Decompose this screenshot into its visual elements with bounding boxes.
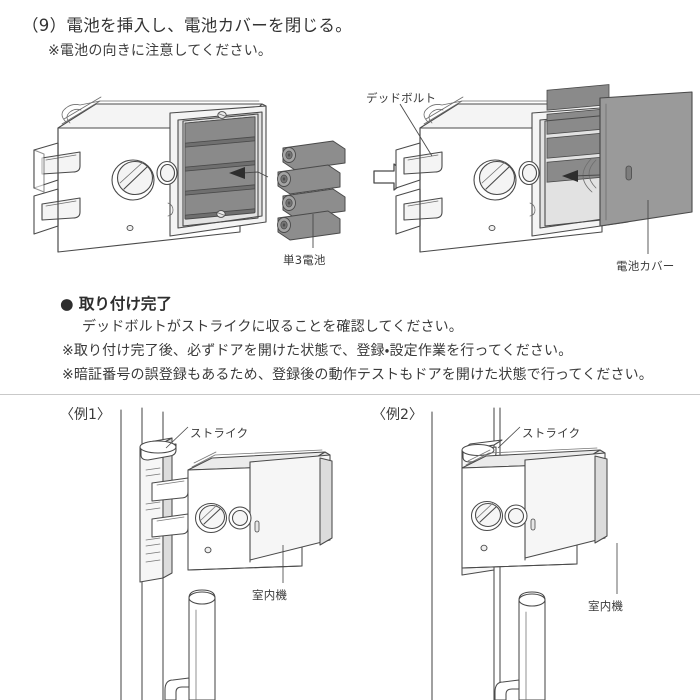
side-slot-ex1 xyxy=(254,520,260,533)
thumbturn-knob-2 xyxy=(473,159,517,201)
label-deadbolt: デッドボルト xyxy=(366,91,437,105)
example-1-label: 〈例1〉 xyxy=(60,407,111,423)
step-title: （9）電池を挿入し、電池カバーを閉じる。 xyxy=(22,16,352,35)
label-battery-cover: 電池カバー xyxy=(616,259,675,273)
thumbturn-knob-ex2 xyxy=(470,500,504,532)
round-button-2 xyxy=(518,160,540,186)
screw-top xyxy=(217,111,227,119)
step-transition-arrow xyxy=(373,163,411,191)
step-note: ※電池の向きに注意してください。 xyxy=(48,43,273,59)
completion-line-3: ※暗証番号の誤登録もあるため、登録後の動作テストもドアを開けた状態で行ってくださ… xyxy=(62,367,653,383)
thumbturn-knob-ex1 xyxy=(194,502,228,534)
cover-grip-slot xyxy=(625,165,632,181)
section-divider xyxy=(0,394,700,395)
door-handle-1 xyxy=(164,589,216,700)
deadbolt-engaged-2 xyxy=(462,481,495,542)
indicator-hole-2 xyxy=(488,224,496,232)
lock-body-open xyxy=(33,96,267,253)
lock-body-covered xyxy=(395,84,693,254)
indicator-hole-ex1 xyxy=(204,546,212,554)
completion-line-1: デッドボルトがストライクに収ることを確認してください。 xyxy=(82,319,463,335)
deadbolt-hooks xyxy=(33,142,81,235)
aa-batteries xyxy=(277,140,346,248)
door-handle-2 xyxy=(494,591,546,700)
screw-bottom xyxy=(216,210,226,218)
completion-heading: ● 取り付け完了 xyxy=(60,295,172,313)
completion-line-2: ※取り付け完了後、必ずドアを開けた状態で、登録・設定作業を行ってください。 xyxy=(62,343,573,359)
cover-slide-arrow xyxy=(562,170,601,182)
side-slot-ex2 xyxy=(530,518,536,531)
label-aa-battery: 単3電池 xyxy=(283,253,326,267)
label-strike-ex2: ストライク xyxy=(522,426,581,440)
round-button-ex2 xyxy=(504,504,528,528)
indicator-hole xyxy=(126,224,134,232)
round-button-ex1 xyxy=(228,506,252,530)
label-indoor-unit-ex2: 室内機 xyxy=(588,599,624,613)
strike-plate-2 xyxy=(461,439,503,576)
battery-cover xyxy=(582,91,693,227)
indicator-hole-ex2 xyxy=(480,544,488,552)
example-1-scene xyxy=(120,407,333,700)
deadbolt-hooks-2 xyxy=(395,142,443,235)
thumbturn-knob xyxy=(111,159,155,201)
example-2-label: 〈例2〉 xyxy=(372,407,423,423)
label-strike-ex1: ストライク xyxy=(190,426,249,440)
example-2-scene xyxy=(431,407,618,700)
deadbolt-engaged-1 xyxy=(151,477,189,538)
strike-plate-1 xyxy=(139,437,177,583)
insert-direction-arrow xyxy=(229,167,269,179)
round-button xyxy=(156,160,178,186)
label-indoor-unit-ex1: 室内機 xyxy=(252,588,288,602)
